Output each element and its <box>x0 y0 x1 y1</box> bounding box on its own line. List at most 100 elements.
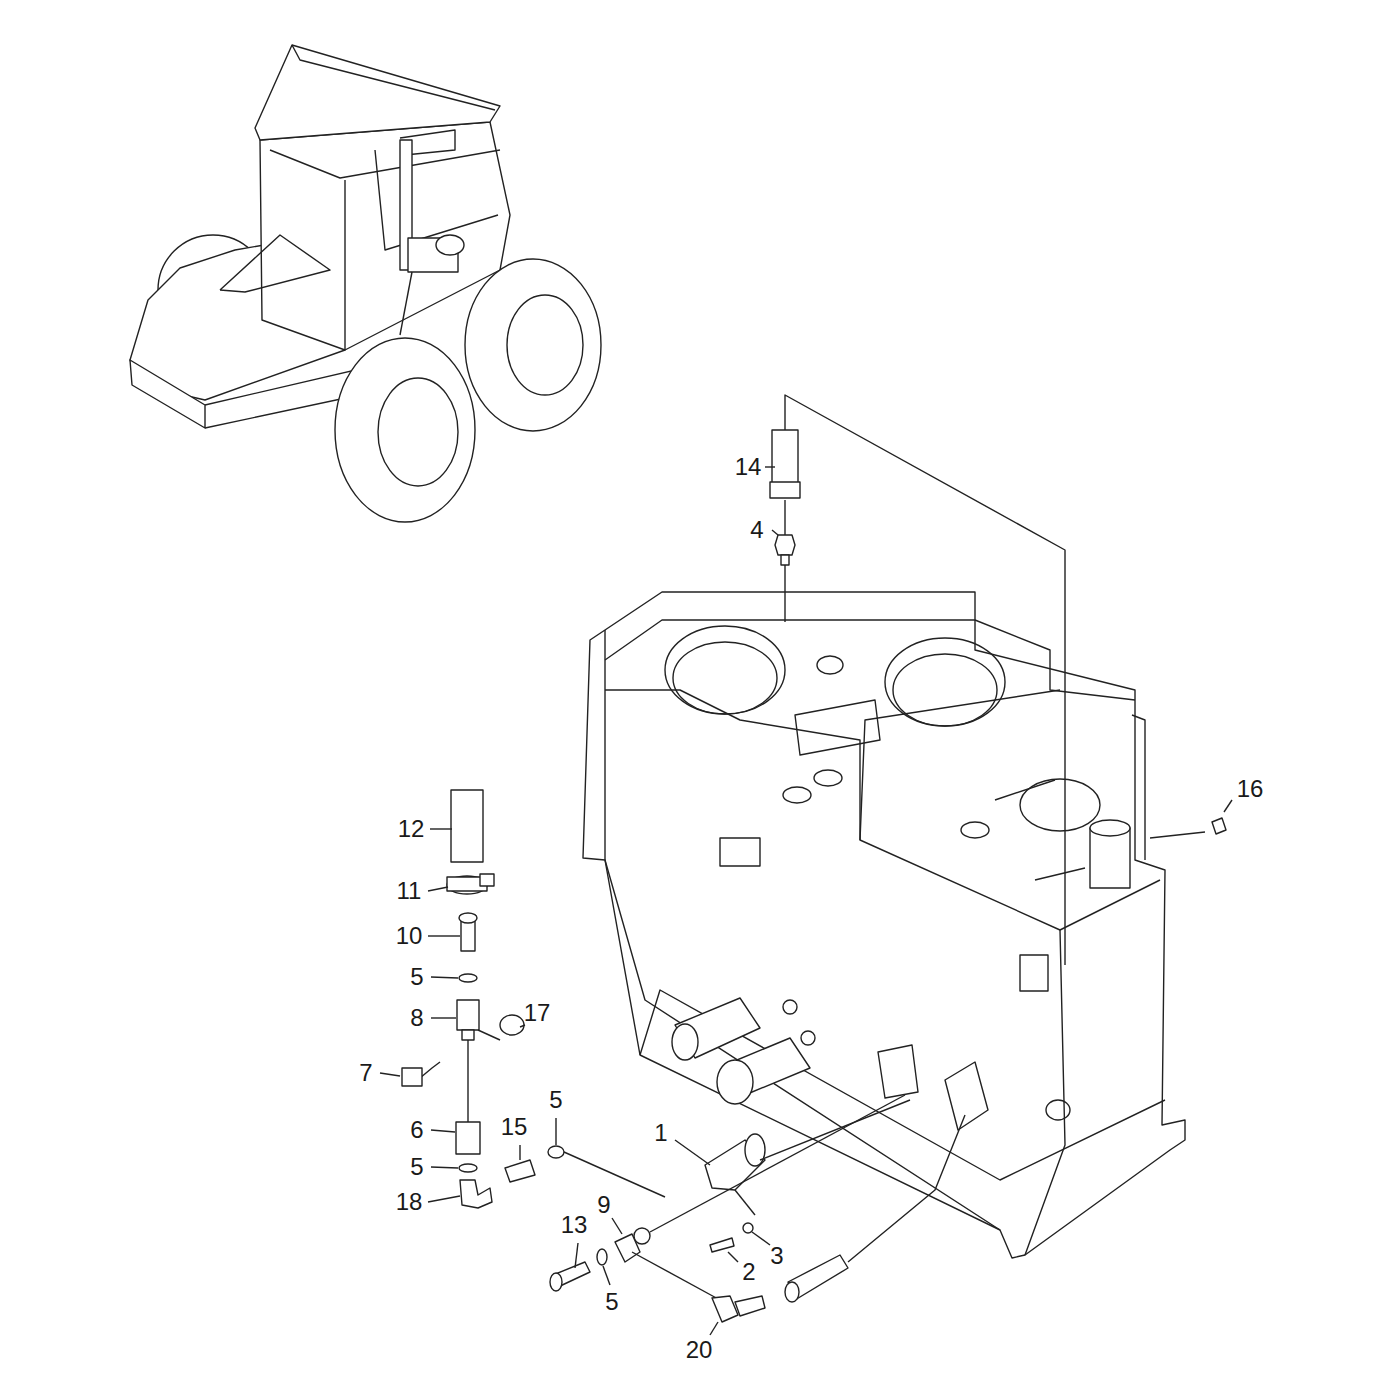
hoses-and-fittings-part <box>735 1190 755 1215</box>
hoses-and-fittings-part <box>459 1164 477 1172</box>
machine-overview-part <box>335 338 475 522</box>
leader-lines-part <box>612 1218 622 1234</box>
callout-number: 10 <box>396 924 423 948</box>
hoses-and-fittings <box>402 395 1226 1322</box>
fuel-tank-part <box>1020 779 1100 831</box>
callout-number: 12 <box>398 817 425 841</box>
hoses-and-fittings-part <box>1150 832 1205 838</box>
machine-overview-part <box>507 295 583 395</box>
machine-overview-part <box>255 45 500 140</box>
leader-lines-part <box>431 1167 458 1168</box>
fuel-tank-part <box>1090 820 1130 836</box>
machine-overview-part <box>400 272 412 335</box>
callout-number: 7 <box>359 1061 372 1085</box>
leader-lines-part <box>431 1130 455 1132</box>
leader-lines-part <box>428 1196 460 1202</box>
hoses-and-fittings-part <box>712 1296 738 1322</box>
hoses-and-fittings-part <box>467 1040 468 1122</box>
hoses-and-fittings-part <box>710 1238 734 1252</box>
fuel-tank-part <box>720 838 760 866</box>
fuel-tank-part <box>885 638 1005 726</box>
machine-overview-part <box>465 259 601 431</box>
callout-number: 4 <box>750 518 763 542</box>
leader-lines-part <box>428 887 448 891</box>
machine-overview-part <box>130 360 205 428</box>
fuel-tank-part <box>961 822 989 838</box>
hoses-and-fittings-part <box>451 790 483 862</box>
fuel-tank-part <box>583 592 1185 1258</box>
hoses-and-fittings-part <box>785 1282 799 1302</box>
fuel-tank-part <box>860 690 1060 840</box>
fuel-tank-part <box>1090 828 1130 888</box>
fuel-tank-part <box>1020 955 1048 991</box>
fuel-tank-part <box>795 700 880 755</box>
fuel-tank-part <box>893 654 997 726</box>
hoses-and-fittings-part <box>500 1015 524 1035</box>
leader-lines-part <box>430 828 452 829</box>
fuel-tank-part <box>673 642 777 714</box>
hoses-and-fittings-part <box>420 1062 440 1078</box>
leader-lines-part <box>675 1140 710 1165</box>
hoses-and-fittings-part <box>459 913 477 923</box>
leader-lines-part <box>1224 800 1232 812</box>
hoses-and-fittings-part <box>634 1228 650 1244</box>
fuel-tank-part <box>814 770 842 786</box>
callout-number: 14 <box>735 455 762 479</box>
fuel-tank-part <box>1132 715 1145 860</box>
leader-lines-part <box>431 977 458 978</box>
hoses-and-fittings-part <box>459 974 477 982</box>
machine-overview-part <box>344 180 345 350</box>
hoses-and-fittings-part <box>775 535 795 555</box>
fuel-tank-part <box>640 990 1165 1180</box>
hoses-and-fittings-part <box>772 430 798 486</box>
machine-overview-part <box>375 150 498 250</box>
fuel-tank-part <box>604 630 605 860</box>
callout-number: 13 <box>561 1213 588 1237</box>
leader-lines-part <box>519 1145 520 1160</box>
leader-lines <box>380 467 1232 1335</box>
machine-overview-part <box>270 150 500 178</box>
hoses-and-fittings-part <box>784 565 785 622</box>
callout-number: 16 <box>1237 777 1264 801</box>
fuel-tank-part <box>995 780 1055 800</box>
hoses-and-fittings-part <box>743 1223 753 1233</box>
callout-number: 18 <box>396 1190 423 1214</box>
fuel-tank-part <box>801 1031 815 1045</box>
callout-number: 15 <box>501 1115 528 1139</box>
leader-lines-part <box>710 1322 718 1335</box>
hoses-and-fittings-part <box>597 1249 607 1265</box>
hoses-and-fittings-part <box>402 1068 422 1086</box>
fuel-tank-part <box>1025 930 1065 1255</box>
machine-overview-part <box>436 235 464 255</box>
callout-number: 2 <box>742 1260 755 1284</box>
hoses-and-fittings-part <box>615 1234 640 1262</box>
machine-overview-part <box>220 235 330 292</box>
hoses-and-fittings-part <box>735 1296 765 1316</box>
hoses-and-fittings-part <box>457 1000 479 1030</box>
hoses-and-fittings-part <box>460 1180 492 1208</box>
fuel-tank-part <box>1046 1100 1070 1120</box>
fuel-tank-part <box>605 620 1135 700</box>
leader-lines-part <box>555 1118 556 1145</box>
leader-lines-part <box>603 1266 610 1285</box>
machine-overview-part <box>292 45 495 110</box>
callout-number: 5 <box>410 965 423 989</box>
fuel-tank-part <box>878 1045 918 1098</box>
leader-lines-part <box>752 1232 770 1245</box>
machine-overview-part <box>378 378 458 486</box>
fuel-tank-part <box>783 1000 797 1014</box>
hoses-and-fittings-part <box>781 555 789 565</box>
callout-number: 9 <box>597 1193 610 1217</box>
fuel-tank-part <box>665 626 785 714</box>
callout-number: 1 <box>654 1121 667 1145</box>
fuel-tank-part <box>783 787 811 803</box>
fuel-tank-part <box>817 656 843 674</box>
leader-lines-part <box>772 530 778 535</box>
fuel-tank-part <box>945 1062 988 1130</box>
hoses-and-fittings-part <box>760 1100 910 1160</box>
hoses-and-fittings-part <box>462 1030 474 1040</box>
leader-lines-part <box>520 1025 525 1027</box>
callout-number: 3 <box>770 1244 783 1268</box>
hoses-and-fittings-part <box>785 395 1065 965</box>
hoses-and-fittings-part <box>550 1273 562 1291</box>
